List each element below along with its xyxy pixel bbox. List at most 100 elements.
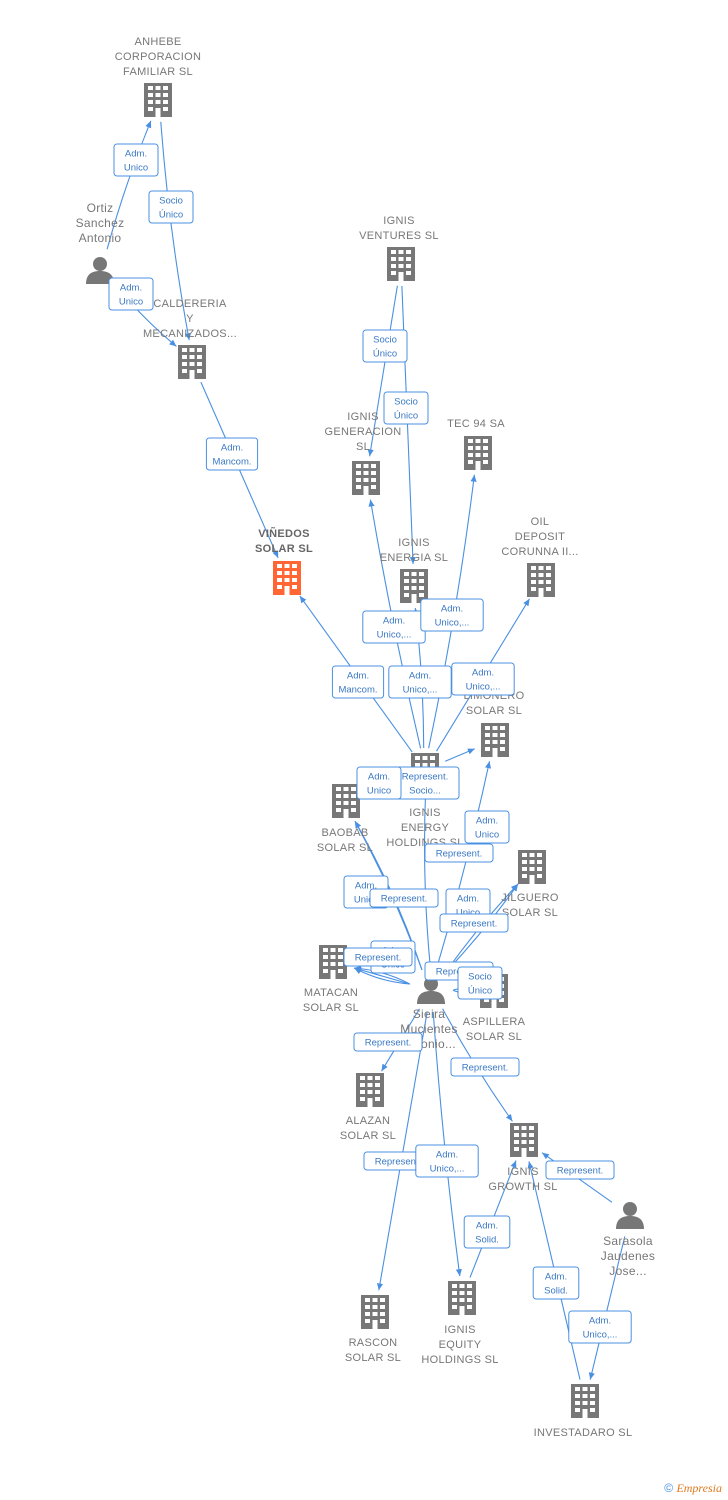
relation-text: Adm. bbox=[368, 772, 390, 783]
relation-label-sieira-to-ignis_equity[interactable]: Adm. Unico,... bbox=[415, 1144, 479, 1178]
relation-label-sieira-to-baobab[interactable]: Represent. bbox=[369, 888, 439, 908]
relation-text: Solid. bbox=[544, 1286, 568, 1297]
relation-label-ignis_energy-to-oil_deposit[interactable]: Adm. Unico,... bbox=[451, 662, 515, 696]
relation-text: Represent. bbox=[557, 1166, 603, 1177]
relation-text: Unico,... bbox=[430, 1164, 465, 1175]
node-label-line: SOLAR SL bbox=[466, 705, 522, 717]
relation-text: Socio bbox=[373, 335, 397, 346]
building-icon bbox=[332, 784, 360, 818]
relation-text: Socio bbox=[468, 972, 492, 983]
edge-ignis_energy-to-limonero bbox=[444, 748, 476, 762]
relation-text: Unico,... bbox=[466, 682, 501, 693]
relation-label-sieira-to-baobab[interactable]: Represent. bbox=[424, 843, 494, 863]
relation-label-investadaro-to-ignis_growth[interactable]: Adm. Solid. bbox=[532, 1266, 580, 1300]
node-label-line: ASPILLERA bbox=[463, 1016, 526, 1028]
relation-label-sieira-to-jilguero[interactable]: Adm.Unico bbox=[445, 888, 491, 922]
node-caldereria[interactable]: CALDERERIAYMECANIZADOS... bbox=[143, 298, 237, 379]
relation-label-ignis_energy-to-ignis_generacion[interactable]: Adm.Unico,... bbox=[362, 610, 426, 644]
node-label-line: ENERGIA SL bbox=[380, 552, 448, 564]
node-label-line: IGNIS bbox=[507, 1166, 538, 1178]
relation-label-sarasola-to-ignis_growth[interactable]: Represent. bbox=[545, 1160, 615, 1180]
node-label-line: ANHEBE bbox=[134, 36, 181, 48]
node-label-line: IGNIS bbox=[347, 411, 378, 423]
relation-label-sarasola-to-investadaro[interactable]: Adm.Unico,... bbox=[568, 1310, 632, 1344]
copyright-symbol: © bbox=[664, 1481, 674, 1495]
relation-label-caldereria-to-vinedos[interactable]: Adm.Mancom. bbox=[205, 437, 259, 471]
relation-text: Único bbox=[373, 349, 397, 360]
relation-label-sieira-to-jilguero[interactable]: Represent. bbox=[439, 913, 509, 933]
relation-label-sieira-to-ignis_growth[interactable]: Represent. bbox=[450, 1057, 520, 1077]
node-label-line: TEC 94 SA bbox=[447, 418, 505, 430]
node-label-line: BAOBAB bbox=[321, 827, 368, 839]
edge-anhebe-to-caldereria bbox=[160, 121, 191, 341]
relation-text: Unico bbox=[456, 908, 480, 919]
node-sarasola[interactable]: SarasolaJaudenesJose... bbox=[601, 1202, 655, 1278]
relation-box bbox=[568, 1310, 632, 1344]
building-icon bbox=[448, 1281, 476, 1315]
relation-label-sieira-to-matacan[interactable]: Represent. bbox=[343, 947, 413, 967]
relation-text: Adm. bbox=[472, 668, 494, 679]
building-icon bbox=[387, 247, 415, 281]
node-label-line: SOLAR SL bbox=[303, 1002, 359, 1014]
relation-label-ignis_energy-to-ignis_energia[interactable]: Adm.Unico,... bbox=[388, 665, 452, 699]
building-icon bbox=[400, 569, 428, 603]
relation-text: Socio... bbox=[409, 786, 441, 797]
relation-box bbox=[353, 1032, 423, 1052]
building-icon bbox=[356, 1073, 384, 1107]
relation-label-ortiz-to-anhebe[interactable]: Adm.Unico bbox=[113, 143, 159, 177]
node-label-line: HOLDINGS SL bbox=[421, 1354, 498, 1366]
relation-label-ignis_energy-to-tec94[interactable]: Adm.Unico,... bbox=[420, 598, 484, 632]
person-icon bbox=[417, 977, 445, 1004]
relation-box bbox=[205, 437, 259, 471]
building-icon bbox=[464, 436, 492, 470]
relation-label-ignis_energy-to-vinedos[interactable]: Adm.Mancom. bbox=[331, 665, 385, 699]
relation-box bbox=[457, 966, 503, 1000]
node-label-line: Jose... bbox=[609, 1264, 646, 1278]
relation-label-sieira-to-ignis_energy[interactable]: Adm.Unico bbox=[356, 766, 402, 800]
relation-text: Adm. bbox=[545, 1272, 567, 1283]
relation-text: Unico,... bbox=[377, 630, 412, 641]
building-icon bbox=[518, 850, 546, 884]
relation-label-ortiz-to-caldereria[interactable]: Adm.Unico bbox=[108, 277, 154, 311]
node-label-line: SL bbox=[356, 441, 370, 453]
relation-text: Solid. bbox=[475, 1235, 499, 1246]
relation-label-ignis_equity-to-ignis_growth[interactable]: Adm. Solid. bbox=[463, 1215, 511, 1249]
empresia-logo[interactable]: Empresia bbox=[676, 1481, 722, 1495]
node-label-line: RASCON bbox=[349, 1337, 398, 1349]
relation-box bbox=[420, 598, 484, 632]
relation-label-sieira-to-limonero[interactable]: Adm.Unico bbox=[464, 810, 510, 844]
node-label-line: DEPOSIT bbox=[515, 531, 565, 543]
node-label-line: Sieira bbox=[413, 1007, 446, 1021]
relation-text: Adm. bbox=[441, 604, 463, 615]
relation-text: Adm. bbox=[476, 1221, 498, 1232]
relation-box bbox=[369, 888, 439, 908]
building-icon bbox=[571, 1384, 599, 1418]
relation-label-sieira-to-alazan[interactable]: Represent. bbox=[353, 1032, 423, 1052]
relation-labels-layer: Adm.UnicoSocioÚnicoAdm.UnicoAdm.Mancom.S… bbox=[108, 143, 632, 1344]
node-investadaro[interactable]: INVESTADARO SL bbox=[534, 1384, 633, 1439]
relation-text: Adm. bbox=[436, 1150, 458, 1161]
building-icon bbox=[510, 1123, 538, 1157]
relation-text: Socio bbox=[159, 196, 183, 207]
node-tec94[interactable]: TEC 94 SA bbox=[447, 418, 505, 470]
